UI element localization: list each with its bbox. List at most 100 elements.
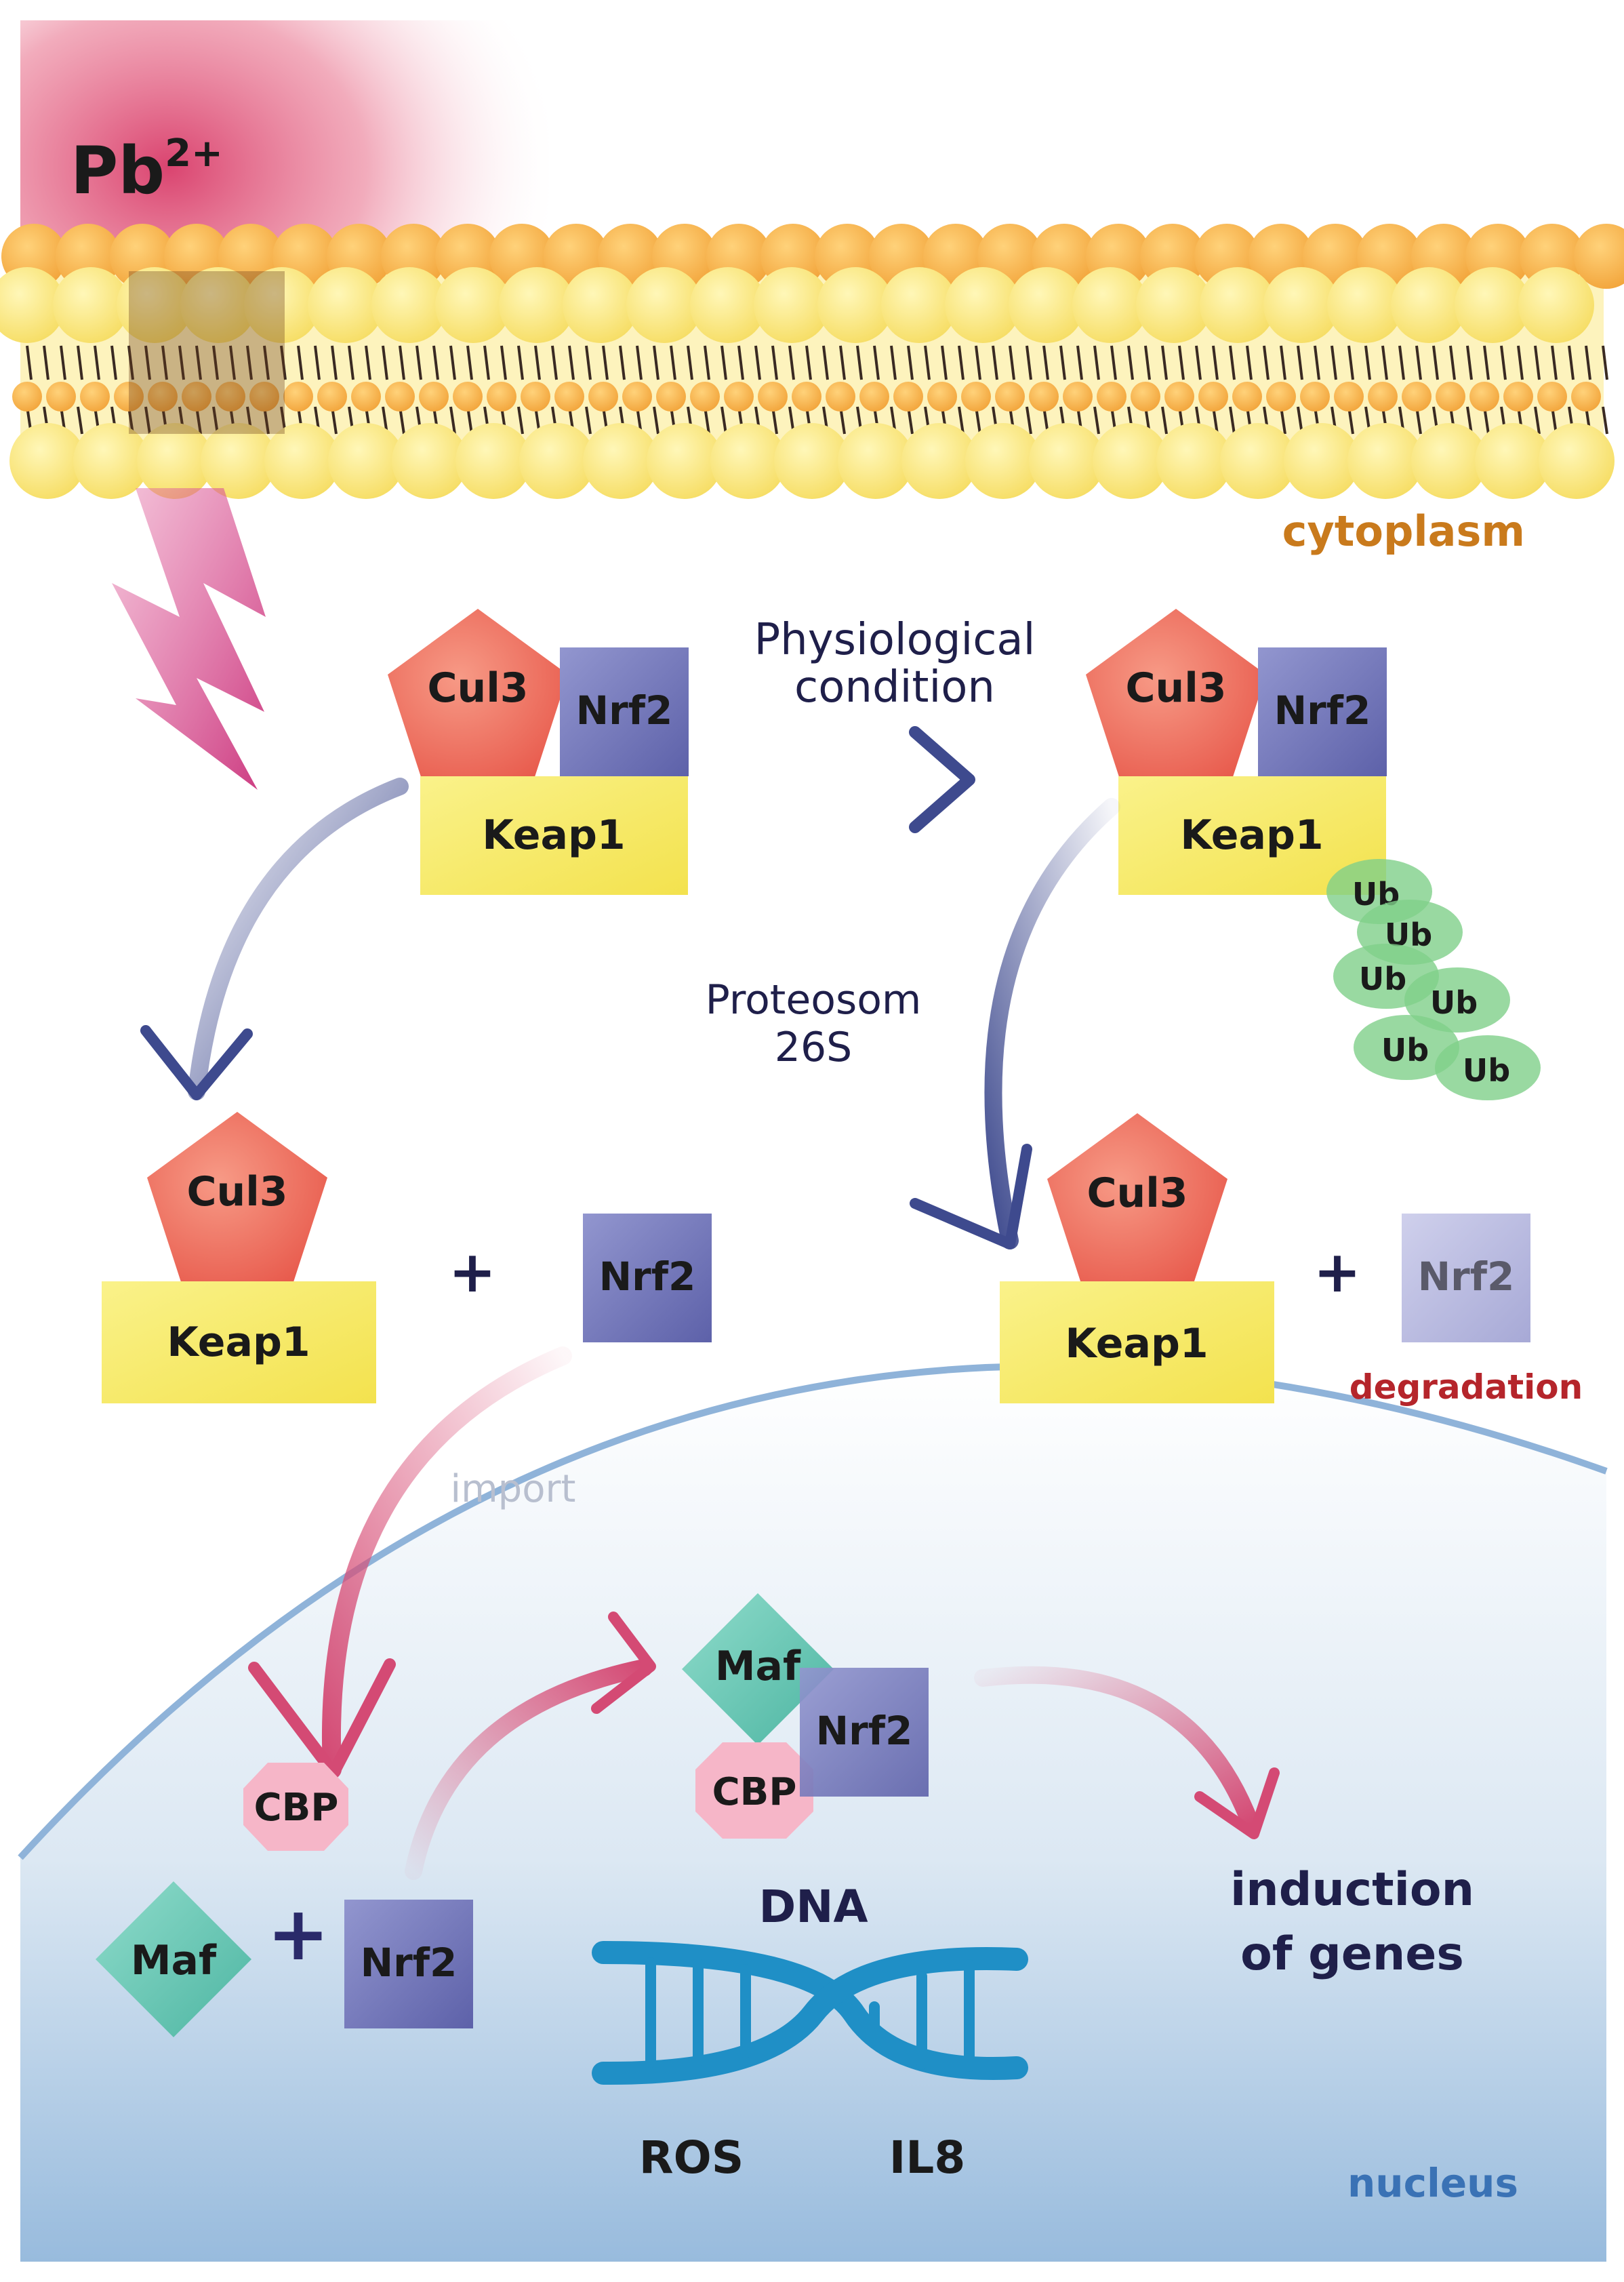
ubiquitin: Ub — [1354, 1015, 1459, 1080]
phospholipid-tail — [212, 345, 219, 380]
phospholipid-head — [1402, 382, 1432, 412]
phospholipid-head — [1334, 382, 1364, 412]
phospholipid-tail — [653, 406, 659, 435]
phospholipid-tail — [619, 345, 626, 380]
phospholipid-head — [945, 267, 1021, 343]
phospholipid-head — [1574, 224, 1624, 289]
phospholipid-tail — [585, 345, 592, 380]
cell-membrane — [0, 224, 1624, 499]
phospholipid-tail — [246, 345, 253, 380]
phospholipid-tail — [110, 345, 117, 380]
phospholipid-tail — [517, 406, 524, 435]
phospholipid-tail — [1585, 345, 1591, 380]
cul3-pentagon — [388, 609, 568, 781]
phospholipid-tail — [178, 345, 185, 380]
phospholipid-head — [1284, 423, 1360, 499]
proteasome-arrow-head-icon — [910, 1144, 1032, 1249]
phospholipid-tail — [1466, 345, 1473, 380]
pb-ion-label: Pb2+ — [70, 132, 223, 209]
phospholipid-head — [1300, 382, 1330, 412]
nrf2-box — [583, 1214, 712, 1342]
nrf2-label: Nrf2 — [816, 1708, 913, 1754]
phospholipid-head — [137, 423, 213, 499]
proteasome-label-line1: Proteosom — [706, 976, 922, 1024]
nrf2-box-faded — [1402, 1214, 1530, 1342]
import-arrow — [322, 1346, 572, 1779]
phospholipid-tail — [788, 345, 795, 380]
phospholipid-tail — [551, 345, 558, 380]
phospholipid-tail — [94, 345, 100, 380]
phospholipid-tail — [331, 345, 338, 380]
phospholipid-tail — [1381, 345, 1388, 380]
phospholipid-head — [385, 382, 415, 412]
phospholipid-head — [893, 382, 923, 412]
nrf2-label: Nrf2 — [576, 687, 673, 734]
nrf2-label: Nrf2 — [1418, 1254, 1515, 1300]
ub-label: Ub — [1359, 961, 1406, 997]
phospholipid-tail — [144, 406, 151, 435]
phospholipid-tail — [314, 345, 321, 380]
keap1-box — [420, 776, 688, 895]
phospholipid-tail — [466, 345, 473, 380]
phospholipid-tail — [754, 345, 761, 380]
phospholipid-tail — [534, 345, 541, 380]
phospholipid-head — [283, 382, 313, 412]
keap1-box — [1000, 1281, 1274, 1403]
induction-arrow-head-icon — [1194, 1767, 1280, 1839]
phospholipid-head — [774, 423, 850, 499]
phospholipid-tail — [636, 345, 643, 380]
cul3-label: Cul3 — [1087, 1169, 1187, 1217]
phospholipid-head — [1131, 382, 1160, 412]
phospholipid-head — [114, 382, 144, 412]
cbp-label: CBP — [254, 1786, 339, 1830]
plus-sign: + — [1314, 1239, 1361, 1305]
phospholipid-head — [826, 382, 855, 412]
dna-label: DNA — [758, 1881, 868, 1933]
import-label: import — [451, 1467, 576, 1511]
phospholipid-tail — [1297, 345, 1303, 380]
phospholipid-head — [1156, 423, 1232, 499]
il8-label: IL8 — [889, 2131, 966, 2184]
transcription-complex: Maf CBP Nrf2 — [682, 1593, 929, 1839]
phospholipid-head — [453, 382, 483, 412]
phospholipid-head — [838, 423, 914, 499]
phospholipid-head — [371, 267, 447, 343]
phospholipid-head — [487, 382, 516, 412]
phospholipid-head — [583, 423, 659, 499]
phospholipid-head — [1391, 267, 1467, 343]
phospholipid-head — [1220, 423, 1296, 499]
physiological-condition-label-line1: Physiological — [754, 615, 1036, 665]
phospholipid-tail — [1059, 345, 1066, 380]
phospholipid-tail — [1534, 345, 1541, 380]
phospholipid-tail — [1280, 345, 1286, 380]
ub-label: Ub — [1463, 1052, 1510, 1089]
phospholipid-head — [521, 382, 550, 412]
phospholipid-head — [53, 267, 129, 343]
maf-left: Maf — [96, 1881, 251, 2037]
ub-label: Ub — [1430, 984, 1478, 1021]
phospholipid-tail — [449, 406, 456, 435]
ros-label: ROS — [639, 2131, 744, 2184]
phospholipid-tail — [958, 406, 965, 435]
phospholipid-tail — [720, 345, 727, 380]
phospholipid-head — [1469, 382, 1499, 412]
plus-sign: + — [449, 1239, 496, 1305]
phospholipid-head — [710, 423, 786, 499]
phospholipid-head — [792, 382, 821, 412]
phospholipid-head — [1537, 382, 1567, 412]
phospholipid-tail — [687, 345, 693, 380]
phospholipid-tail — [941, 345, 948, 380]
phospholipid-tail — [1161, 406, 1168, 435]
phospholipid-tail — [1076, 345, 1083, 380]
binding-arrow-head-icon — [591, 1612, 656, 1714]
proteasome-label-line2: 26S — [775, 1024, 852, 1071]
phospholipid-head — [626, 267, 702, 343]
cul3-label: Cul3 — [427, 664, 528, 712]
nucleus-label: nucleus — [1347, 2160, 1518, 2206]
phospholipid-tail — [1364, 345, 1371, 380]
phospholipid-head — [499, 267, 575, 343]
binding-arrow — [405, 1659, 653, 1880]
keap1-label: Keap1 — [482, 812, 625, 859]
phospholipid-head — [455, 423, 531, 499]
induction-arrow — [974, 1666, 1259, 1833]
